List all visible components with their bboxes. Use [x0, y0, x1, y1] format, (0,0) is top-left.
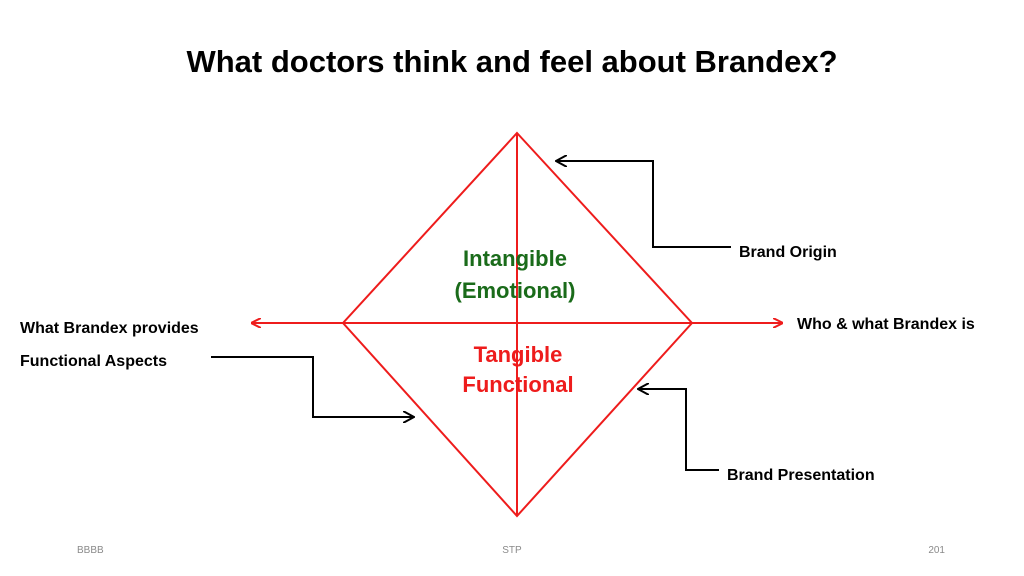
upper-label-line2: (Emotional) — [455, 278, 576, 303]
brand-origin-connector — [557, 161, 731, 248]
slide-title: What doctors think and feel about Brande… — [186, 44, 838, 79]
functional-aspects-label: Functional Aspects — [20, 353, 167, 370]
axis-right-label: Who & what Brandex is — [797, 316, 975, 333]
lower-label-line2: Functional — [462, 372, 573, 397]
brand-presentation-label: Brand Presentation — [727, 467, 875, 484]
footer-left: BBBB — [77, 545, 104, 556]
brand-origin-label: Brand Origin — [739, 244, 837, 261]
functional-aspects-connector — [211, 356, 413, 417]
axis-left-label: What Brandex provides — [20, 320, 199, 337]
footer-right: 201 — [928, 545, 945, 556]
lower-label-line1: Tangible — [474, 342, 563, 367]
footer-center: STP — [502, 545, 522, 556]
brand-presentation-connector — [639, 389, 719, 471]
upper-label-line1: Intangible — [463, 246, 567, 271]
